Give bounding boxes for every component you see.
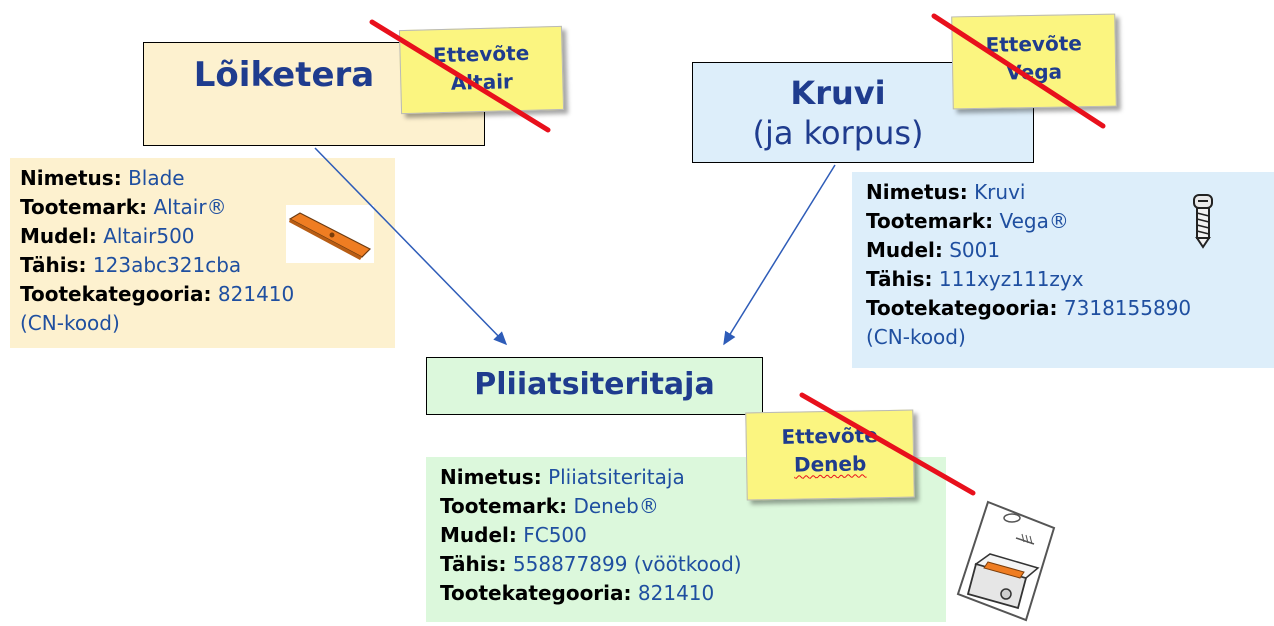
screw-field-model: Mudel: S001 [866, 238, 1001, 262]
screw-to-sharpener-arrow [723, 164, 836, 346]
blade-field-category: Tootekategooria: 821410 [20, 282, 295, 306]
screw-field-brand: Tootemark: Vega® [866, 209, 1069, 233]
blade-field-code: Tähis: 123abc321cba [20, 253, 242, 277]
screw-title: Kruvi [790, 74, 886, 112]
blade-title: Lõiketera [193, 55, 375, 95]
sharpener-field-category: Tootekategooria: 821410 [440, 581, 715, 605]
blade-image [286, 205, 374, 263]
altair-strike-line [369, 19, 551, 133]
sharpener-info-panel: Nimetus: Pliiatsiteritaja Tootemark: Den… [426, 457, 946, 622]
sharpener-title-box: Pliiatsiteritaja [426, 357, 763, 415]
sharpener-package-image [950, 498, 1062, 622]
sharpener-field-model: Mudel: FC500 [440, 523, 587, 547]
blade-cn-note: (CN-kood) [20, 311, 120, 335]
vega-strike-line [931, 13, 1106, 129]
screw-image [1188, 193, 1218, 249]
sharpener-field-code: Tähis: 558877899 (vöötkood) [440, 552, 742, 576]
screw-field-code: Tähis: 111xyz111zyx [866, 267, 1084, 291]
screw-field-name: Nimetus: Kruvi [866, 180, 1026, 204]
screw-subtitle: (ja korpus) [752, 114, 924, 152]
screw-cn-note: (CN-kood) [866, 325, 966, 349]
sharpener-field-brand: Tootemark: Deneb® [440, 494, 659, 518]
sharpener-title: Pliiatsiteritaja [474, 367, 715, 402]
blade-field-name: Nimetus: Blade [20, 166, 185, 190]
blade-field-model: Mudel: Altair500 [20, 224, 195, 248]
blade-to-sharpener-arrow [314, 147, 508, 346]
sharpener-field-name: Nimetus: Pliiatsiteritaja [440, 465, 685, 489]
deneb-strike-line [799, 392, 976, 496]
blade-field-brand: Tootemark: Altair® [20, 195, 227, 219]
screw-field-category: Tootekategooria: 7318155890 [866, 296, 1192, 320]
